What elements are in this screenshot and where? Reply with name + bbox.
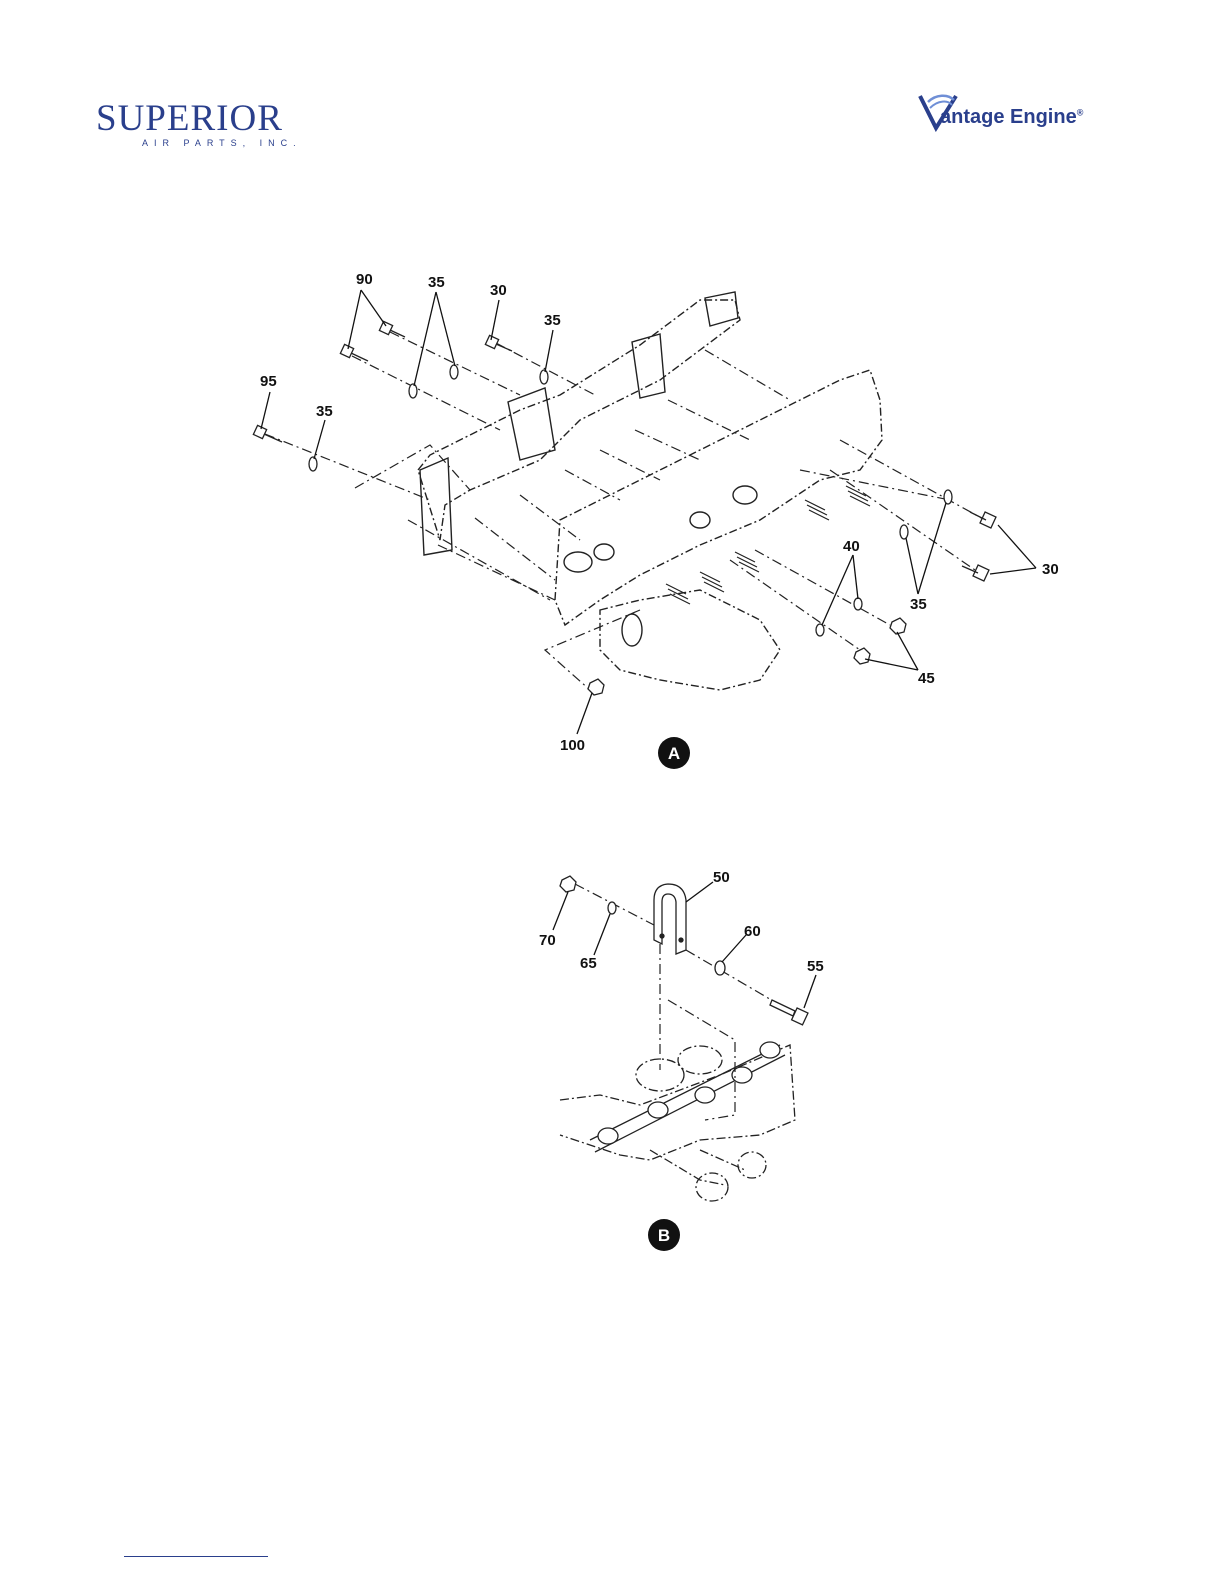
callout-30-top: 30: [490, 282, 507, 299]
bolt-90-upper-icon: [379, 321, 405, 337]
figure-b-badge: B: [648, 1219, 680, 1251]
washer-35-a1-icon: [450, 365, 458, 379]
washer-35-a4-icon: [309, 457, 317, 471]
u-bracket-50-icon: [654, 884, 686, 954]
callout-45: 45: [918, 670, 935, 687]
callout-50: 50: [713, 869, 730, 886]
nut-45-b-icon: [854, 648, 870, 664]
washer-60-icon: [715, 961, 725, 975]
callout-65: 65: [580, 955, 597, 972]
nut-45-a-icon: [890, 618, 906, 634]
callout-70: 70: [539, 932, 556, 949]
leader-lines-a: [261, 290, 1036, 734]
washer-35-right1-icon: [944, 490, 952, 504]
washer-35-right2-icon: [900, 525, 908, 539]
assembly-lines: [265, 332, 985, 690]
nut-70-icon: [560, 876, 576, 892]
callout-35-top: 35: [428, 274, 445, 291]
bolt-55-icon: [770, 1000, 808, 1025]
bolt-30-right-lower-icon: [962, 565, 989, 581]
callout-35-left: 35: [316, 403, 333, 420]
callout-35-right: 35: [910, 596, 927, 613]
callout-55: 55: [807, 958, 824, 975]
nut-100-icon: [588, 679, 604, 695]
callout-90: 90: [356, 271, 373, 288]
bolt-90-lower-icon: [340, 344, 368, 361]
bolt-95-icon: [253, 425, 282, 442]
washer-40-b-icon: [816, 624, 824, 636]
washer-65-icon: [608, 902, 616, 914]
washer-40-a-icon: [854, 598, 862, 610]
callout-95: 95: [260, 373, 277, 390]
bolt-30-upper-icon: [485, 335, 512, 351]
washer-35-a2-icon: [409, 384, 417, 398]
washer-35-a3-icon: [540, 370, 548, 384]
engine-block-outline: [418, 292, 882, 690]
bolt-30-right-upper-icon: [970, 512, 996, 528]
figure-a-badge: A: [658, 737, 690, 769]
footer-rule: [124, 1556, 268, 1557]
callout-100: 100: [560, 737, 585, 754]
callout-60: 60: [744, 923, 761, 940]
callout-40: 40: [843, 538, 860, 555]
callout-30-right: 30: [1042, 561, 1059, 578]
figure-a-badge-label: A: [668, 744, 680, 763]
callout-35-mid: 35: [544, 312, 561, 329]
figure-b-badge-label: B: [658, 1226, 670, 1245]
